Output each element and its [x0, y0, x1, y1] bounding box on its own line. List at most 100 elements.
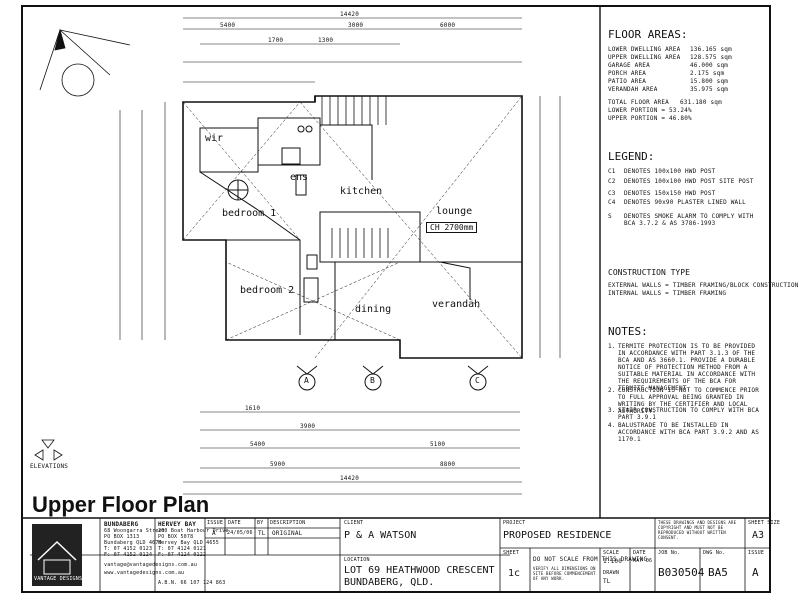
legend-code: C3 — [608, 190, 616, 197]
construction-line: EXTERNAL WALLS = TIMBER FRAMING/BLOCK CO… — [608, 282, 799, 289]
issue-label: ISSUE — [748, 550, 765, 556]
note-text: CONSTRUCTION IS NOT TO COMMENCE PRIOR TO… — [618, 387, 760, 415]
office-name: HERVEY BAY — [158, 521, 197, 528]
scale-label: SCALE — [603, 550, 620, 556]
legend-text: DENOTES 150x150 HWD POST — [624, 190, 716, 197]
rev-header: ISSUE — [207, 520, 224, 526]
floor-area-label: UPPER DWELLING AREA — [608, 54, 681, 61]
office-name: BUNDABERG — [104, 521, 139, 528]
issue-value: A — [752, 566, 759, 579]
office-line: PO BOX 1313 — [104, 534, 140, 540]
section-marker-c: C — [475, 376, 480, 385]
scale-note-detail: VERIFY ALL DIMENSIONS ON SITE BEFORE COM… — [533, 566, 596, 581]
office-line: F: 07 4124 0122 — [158, 552, 207, 558]
lower-portion-label: LOWER PORTION = 53.24% — [608, 107, 692, 114]
legend-code: S — [608, 213, 612, 220]
construction-line: INTERNAL WALLS = TIMBER FRAMING — [608, 290, 727, 297]
floor-area-label: VERANDAH AREA — [608, 86, 658, 93]
floor-area-value: 136.165 sqm — [690, 46, 732, 53]
dimension-top-mid: 3000 — [348, 22, 364, 29]
dimension-bottom-1: 1610 — [245, 405, 261, 412]
legend-code: C1 — [608, 168, 616, 175]
office-line: F: 07 4152 0124 — [104, 552, 153, 558]
firm-website: www.vantagedesigns.com.au — [104, 570, 185, 576]
sheet-size: A3 — [752, 530, 765, 541]
office-line: 68 Woongarra Street — [104, 528, 165, 534]
note-number: 4. — [608, 422, 616, 429]
firm-abn: A.B.N. 66 107 124 863 — [158, 580, 226, 586]
rev-cell: 24/05/06 — [227, 530, 253, 536]
legend-code: C2 — [608, 178, 616, 185]
sheet-size-label: SHEET SIZE — [748, 520, 781, 526]
room-label-lounge: lounge — [436, 206, 473, 217]
location-line: BUNDABERG, QLD. — [344, 577, 435, 588]
section-marker-b: B — [370, 376, 375, 385]
room-label-bedroom1: bedroom 1 — [222, 208, 277, 219]
page-title: Upper Floor Plan — [32, 492, 210, 517]
floor-area-value: 2.175 sqm — [690, 70, 725, 77]
dimension-bottom-overall: 14420 — [340, 475, 360, 482]
dimension-top-left: 5400 — [220, 22, 236, 29]
drawn-value: TL — [603, 578, 611, 585]
dimension-overall-top: 14420 — [340, 11, 360, 18]
office-line: Bundaberg QLD 4670 — [104, 540, 162, 546]
construction-heading: CONSTRUCTION TYPE — [608, 268, 690, 277]
floor-area-value: 35.975 sqm — [690, 86, 729, 93]
sheet-no-label: SHEET — [503, 550, 520, 556]
floor-area-label: PORCH AREA — [608, 70, 647, 77]
location-label: LOCATION — [344, 557, 370, 563]
room-label-dining: dining — [355, 304, 392, 315]
note-number: 3. — [608, 407, 616, 414]
office-line: T: 07 4152 0123 — [104, 546, 153, 552]
note-text: STAIR CONSTRUCTION TO COMPLY WITH BCA PA… — [618, 407, 760, 421]
note-text: TERMITE PROTECTION IS TO BE PROVIDED IN … — [618, 343, 756, 392]
firm-email: vantage@vantagedesigns.com.au — [104, 562, 198, 568]
legend-code: C4 — [608, 199, 616, 206]
north-compass-icon — [39, 28, 131, 97]
legend-text: DENOTES 100x100 HWD POST — [624, 168, 716, 175]
elevations-label: ELEVATIONS — [30, 463, 69, 470]
legend-text: DENOTES 90x90 PLASTER LINED WALL — [624, 199, 746, 206]
rev-header: DESCRIPTION — [270, 520, 306, 526]
floor-area-label: PATIO AREA — [608, 78, 647, 85]
office-line: PO BOX 5078 — [158, 534, 194, 540]
dimension-bottom-left: 5900 — [270, 461, 286, 468]
dwg-number: BA5 — [708, 566, 728, 579]
room-label-kitchen: kitchen — [340, 186, 383, 197]
total-floor-area-label: TOTAL FLOOR AREA — [608, 99, 669, 106]
floor-area-value: 128.575 sqm — [690, 54, 732, 61]
rev-header: DATE — [228, 520, 241, 526]
job-label: JOB No. — [658, 550, 681, 556]
project-label: PROJECT — [503, 520, 526, 526]
dimension-bottom-2: 3900 — [300, 423, 316, 430]
legend-text: DENOTES 100x100 HWD POST SITE POST — [624, 178, 754, 185]
firm-logo-icon — [32, 524, 82, 586]
drawn-label: DRAWN — [603, 570, 620, 576]
note-text: BALUSTRADE TO BE INSTALLED IN ACCORDANCE… — [618, 422, 760, 443]
section-marker-a: A — [304, 376, 309, 385]
legend-heading: LEGEND: — [608, 150, 655, 163]
location-line: LOT 69 HEATHWOOD CRESCENT — [344, 565, 495, 576]
room-label-bedroom2: bedroom 2 — [240, 285, 295, 296]
floor-area-label: GARAGE AREA — [608, 62, 650, 69]
room-label-verandah: verandah — [432, 299, 481, 310]
copyright-note: THESE DRAWINGS AND DESIGNS ARE COPYRIGHT… — [658, 520, 737, 540]
rev-cell: ORIGINAL — [272, 530, 303, 537]
office-line: Hervey Bay QLD 4655 — [158, 540, 219, 546]
dimension-bottom-3: 5400 — [250, 441, 266, 448]
room-label-ens: ens — [290, 172, 309, 183]
floor-areas-heading: FLOOR AREAS: — [608, 28, 688, 41]
room-label-wir: wir — [205, 133, 224, 144]
job-number: B030504 — [658, 566, 705, 579]
date-label: DATE — [633, 550, 646, 556]
scale-note: DO NOT SCALE FROM THIS DRAWING — [533, 556, 648, 563]
legend-text: DENOTES SMOKE ALARM TO COMPLY WITH BCA 3… — [624, 213, 754, 227]
floor-area-value: 46.000 sqm — [690, 62, 729, 69]
dimension-sub-1: 1700 — [268, 37, 284, 44]
scale-value: 1:100 — [603, 558, 623, 565]
rev-header: BY — [257, 520, 264, 526]
dimension-bottom-right: 8800 — [440, 461, 456, 468]
floor-area-value: 15.800 sqm — [690, 78, 729, 85]
